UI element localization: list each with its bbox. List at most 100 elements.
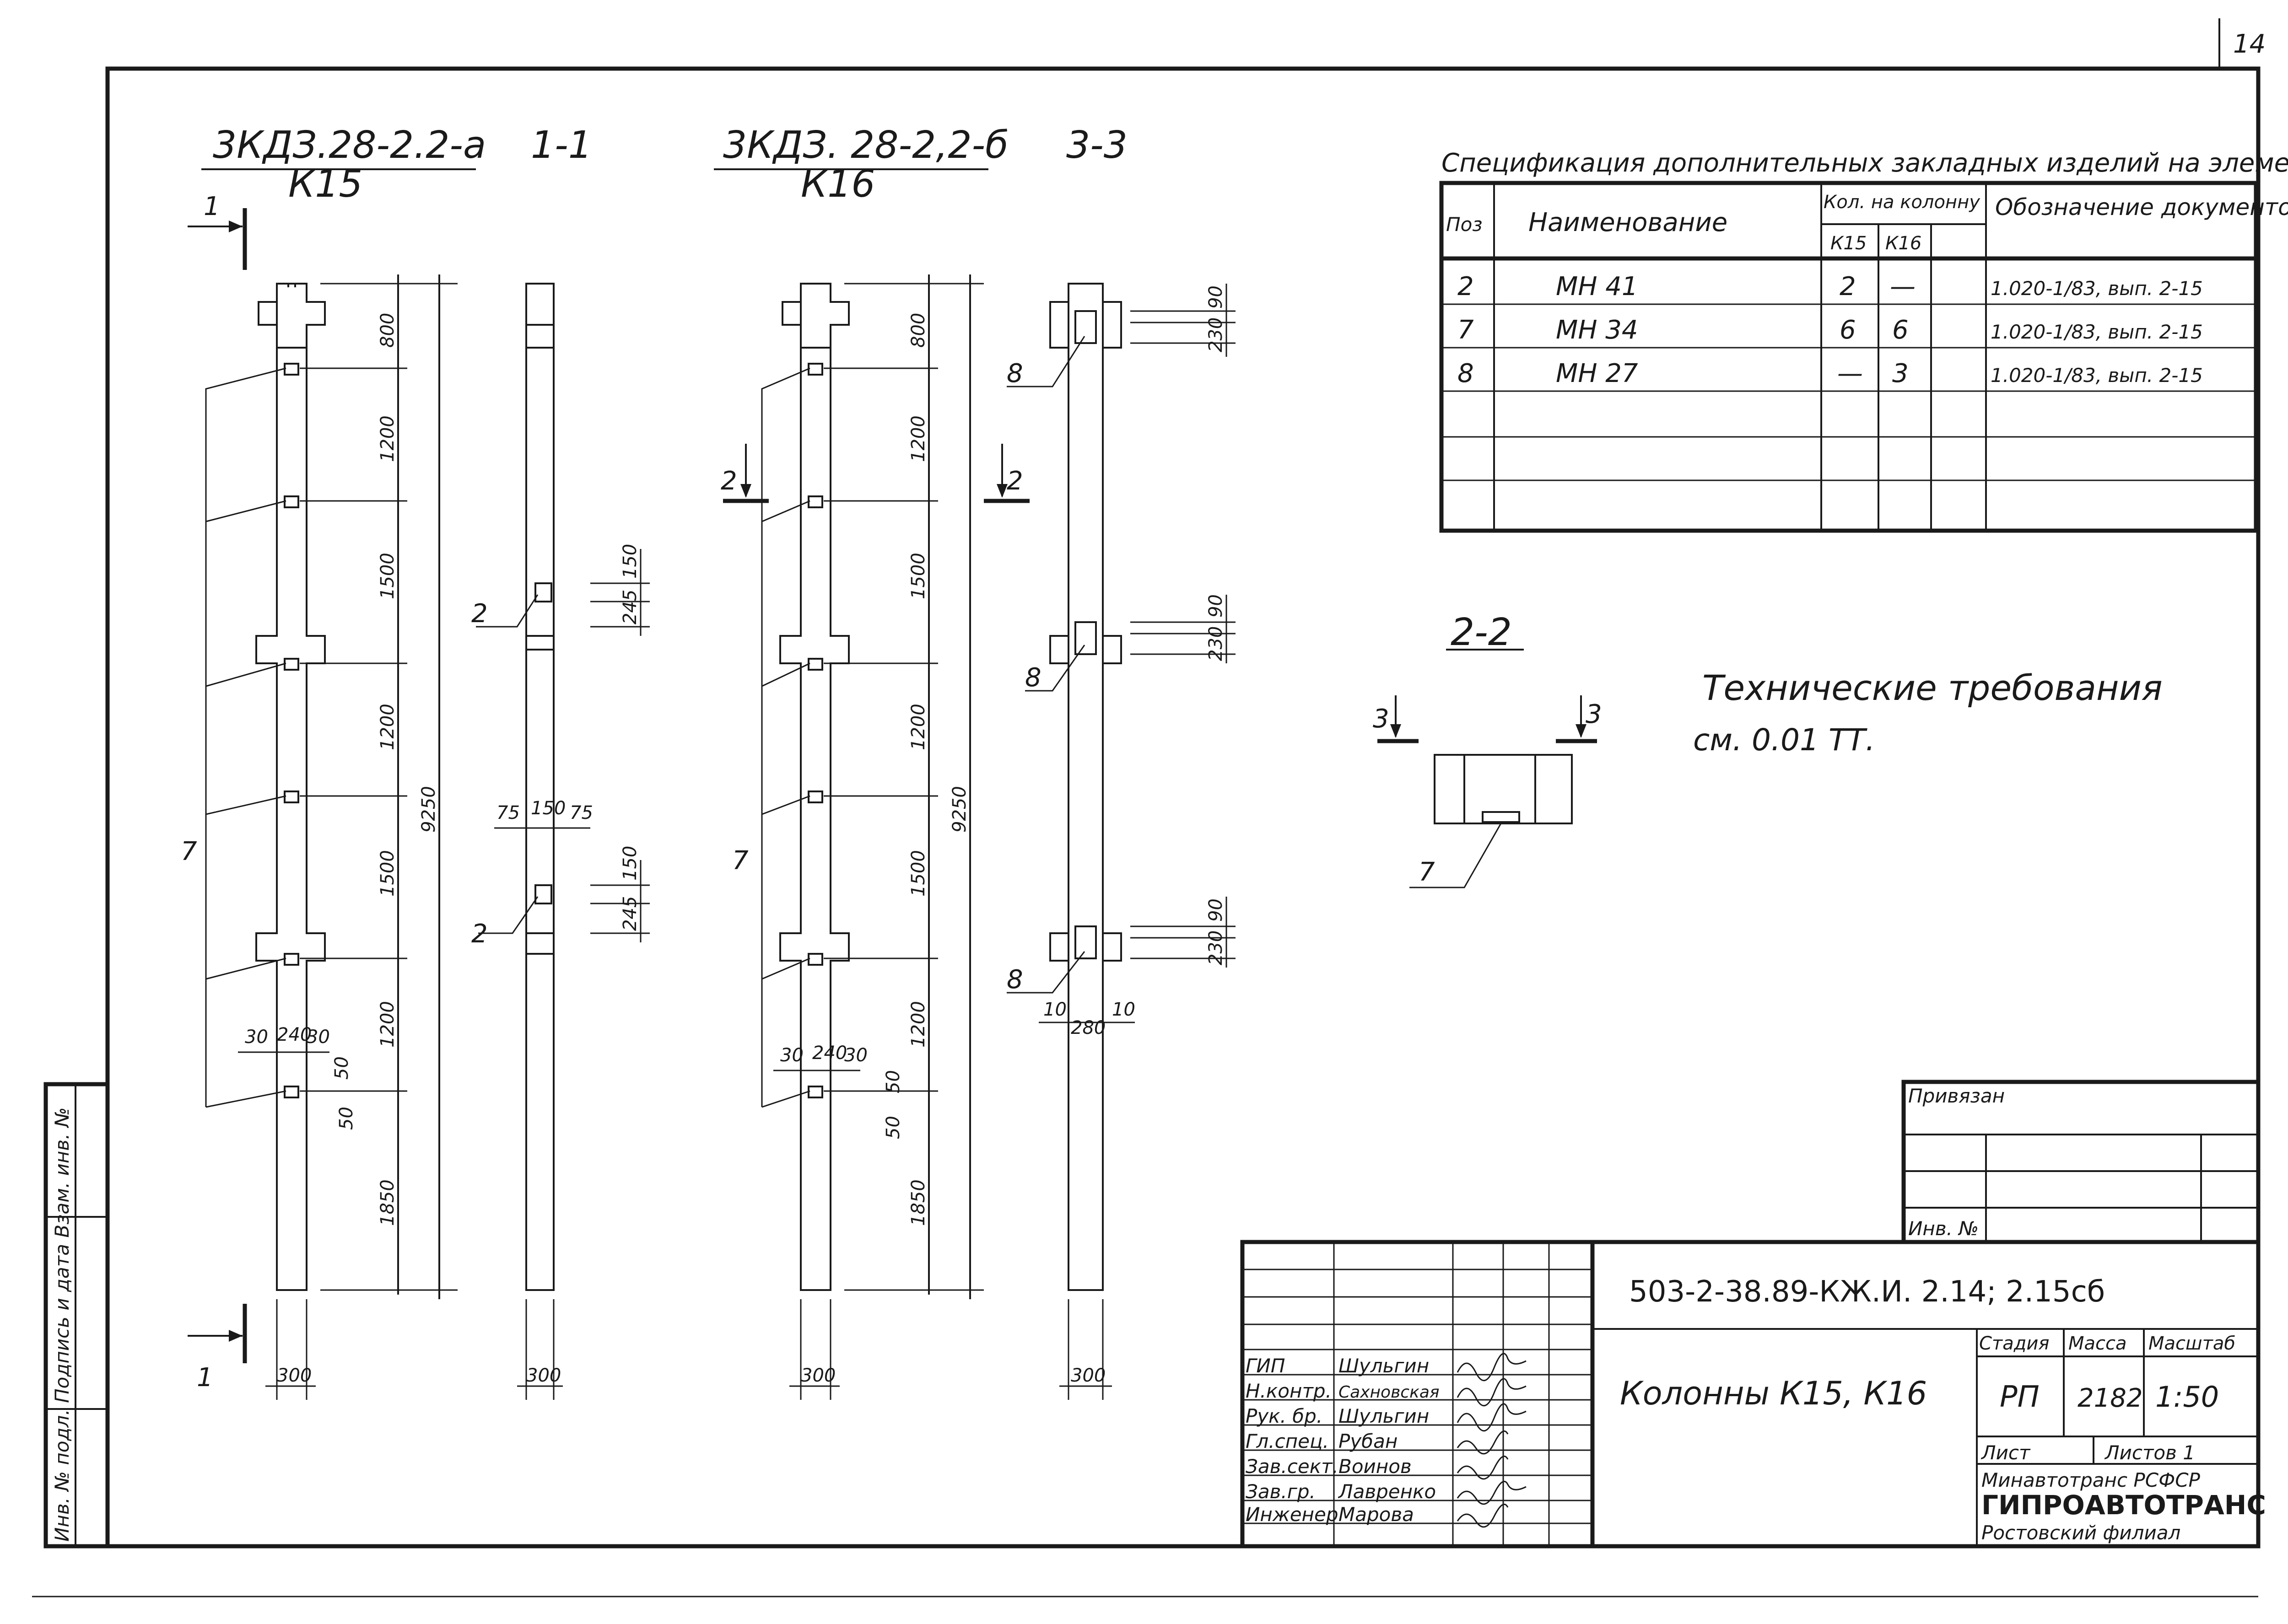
dim-50d: 50 bbox=[883, 1116, 904, 1139]
callout-2-upper: 2 bbox=[471, 599, 488, 629]
dim-150c: 150 bbox=[620, 846, 641, 881]
spec-r2-k16: 3 bbox=[1892, 359, 1909, 388]
callout-8-c: 8 bbox=[1007, 965, 1023, 995]
tb-name-1: Сахновская bbox=[1338, 1383, 1440, 1402]
view1-section: 1-1 bbox=[531, 124, 592, 167]
tb-scale-label: Масштаб bbox=[2148, 1333, 2235, 1354]
tb-sheet-label: Лист bbox=[1980, 1441, 2031, 1464]
cut-mark-1-bottom: 1 bbox=[197, 1363, 213, 1393]
spec-r0-doc: 1.020-1/83, вып. 2-15 bbox=[1991, 277, 2203, 300]
tb-sheets-label: Листов 1 bbox=[2104, 1441, 2195, 1464]
spec-r0-k16: — bbox=[1890, 272, 1916, 301]
signatures bbox=[1457, 1353, 1527, 1528]
dim-300-side1: 300 bbox=[526, 1365, 561, 1386]
sheet-frame: 14 bbox=[32, 18, 2266, 1597]
spec-h-doc: Обозначение документов bbox=[1995, 194, 2288, 220]
tb-title: Колонны К15, К16 bbox=[1620, 1375, 1927, 1412]
dim-800-k16: 800 bbox=[908, 313, 929, 348]
tb-org1: Минавтотранс РСФСР bbox=[1981, 1469, 2201, 1491]
spec-r0-pos: 2 bbox=[1457, 272, 1474, 301]
title-block: ГИП Шульгин Н.контр. Сахновская Рук. бр.… bbox=[1240, 1240, 2266, 1549]
dim-240b: 240 bbox=[812, 1043, 847, 1064]
page-number: 14 bbox=[2233, 29, 2266, 59]
cut-mark-3-left: 3 bbox=[1373, 704, 1389, 734]
dim-1200-b: 1200 bbox=[377, 704, 398, 750]
spec-r1-k16: 6 bbox=[1892, 315, 1909, 345]
dim-1200-a: 1200 bbox=[377, 415, 398, 462]
dim-150b: 150 bbox=[620, 544, 641, 579]
dim-245b: 245 bbox=[620, 896, 641, 931]
section-2-2: 2-2 3 3 7 bbox=[1373, 611, 1602, 888]
dim-30d: 30 bbox=[844, 1045, 868, 1066]
dim-800: 800 bbox=[377, 313, 398, 348]
dim-50b: 50 bbox=[336, 1107, 357, 1130]
spec-r0-k15: 2 bbox=[1840, 272, 1856, 301]
dim-230c: 230 bbox=[1205, 930, 1226, 965]
spec-h-pos: Поз bbox=[1446, 213, 1483, 236]
tb-role-1: Н.контр. bbox=[1246, 1380, 1332, 1402]
dim-1200-b-k16: 1200 bbox=[908, 704, 929, 750]
tb-name-2: Шульгин bbox=[1338, 1405, 1429, 1427]
view2-mark: К16 bbox=[801, 162, 875, 206]
tech-req-line2: см. 0.01 ТТ. bbox=[1693, 722, 1875, 758]
tb-role-5: Зав.гр. bbox=[1246, 1480, 1316, 1503]
tech-req-line1: Технические требования bbox=[1702, 667, 2163, 708]
tb-role-3: Гл.спец. bbox=[1246, 1430, 1329, 1452]
dim-300-side3: 300 bbox=[1071, 1365, 1106, 1386]
dim-240a: 240 bbox=[277, 1024, 312, 1045]
spec-h-qty: Кол. на колонну bbox=[1824, 192, 1980, 213]
dim-90b: 90 bbox=[1205, 594, 1226, 618]
callout-7-k15: 7 bbox=[181, 837, 197, 866]
binding-box: Привязан Инв. № bbox=[1901, 1080, 2261, 1244]
spec-title: Спецификация дополнительных закладных из… bbox=[1441, 148, 2288, 178]
tb-name-6: Марова bbox=[1338, 1503, 1414, 1526]
view-k15: 3КДЗ.28-2.2-а К15 1-1 1 1 7 bbox=[181, 124, 592, 1400]
tb-mass: 2182 bbox=[2078, 1383, 2143, 1413]
binding-label: Привязан bbox=[1908, 1085, 2005, 1107]
spec-r1-k15: 6 bbox=[1840, 315, 1856, 345]
dim-150a: 150 bbox=[531, 798, 566, 819]
tb-name-0: Шульгин bbox=[1338, 1355, 1429, 1377]
tb-name-3: Рубан bbox=[1338, 1430, 1398, 1452]
dim-1500-b-k16: 1500 bbox=[908, 850, 929, 897]
dim-9250-k16: 9250 bbox=[949, 786, 970, 833]
tb-org2: ГИПРОАВТОТРАНС bbox=[1981, 1490, 2266, 1521]
side-view-3-3: 8 8 8 90 230 90 230 90 230 10 10 280 3 bbox=[1007, 283, 1236, 1400]
inv-no-label: Инв. № bbox=[1908, 1217, 1979, 1240]
tb-stage: РП bbox=[2000, 1380, 2040, 1414]
dim-280: 280 bbox=[1071, 1017, 1106, 1038]
dim-10a: 10 bbox=[1043, 999, 1067, 1020]
dim-300-k15: 300 bbox=[277, 1365, 312, 1386]
spec-r2-name: МН 27 bbox=[1556, 359, 1638, 388]
dim-90a: 90 bbox=[1205, 285, 1226, 309]
spec-h-k16: К16 bbox=[1885, 233, 1921, 254]
view2-code: 3КДЗ. 28-2,2-б bbox=[723, 124, 1009, 167]
dim-30b: 30 bbox=[307, 1027, 330, 1048]
spec-r2-doc: 1.020-1/83, вып. 2-15 bbox=[1991, 364, 2203, 387]
tb-scale: 1:50 bbox=[2155, 1380, 2219, 1414]
tech-requirements: Технические требования см. 0.01 ТТ. bbox=[1693, 667, 2163, 758]
dim-1200-a-k16: 1200 bbox=[908, 415, 929, 462]
dim-1850: 1850 bbox=[377, 1179, 398, 1226]
callout-7-k16: 7 bbox=[732, 846, 749, 876]
spec-r1-pos: 7 bbox=[1457, 315, 1474, 345]
dim-230a: 230 bbox=[1205, 317, 1226, 352]
side-stamp: Инв. № подл. Подпись и дата Взам. инв. № bbox=[43, 1082, 110, 1549]
spec-r2-k15: — bbox=[1837, 359, 1863, 388]
cut-mark-3-right: 3 bbox=[1586, 699, 1602, 729]
spec-h-k15: К15 bbox=[1830, 233, 1867, 254]
dim-1500-a: 1500 bbox=[377, 553, 398, 599]
dim-1200-c-k16: 1200 bbox=[908, 1001, 929, 1048]
spec-h-name: Наименование bbox=[1528, 208, 1727, 237]
callout-8-b: 8 bbox=[1025, 663, 1041, 693]
dim-1500-b: 1500 bbox=[377, 850, 398, 897]
dim-30c: 30 bbox=[780, 1045, 804, 1066]
tb-name-5: Лавренко bbox=[1338, 1480, 1436, 1503]
view-k16: 3КДЗ. 28-2,2-б К16 3-3 2 2 7 bbox=[714, 124, 1128, 1400]
tb-org3: Ростовский филиал bbox=[1981, 1522, 2180, 1544]
cut-mark-2-left: 2 bbox=[721, 466, 737, 496]
callout-2-lower: 2 bbox=[471, 919, 488, 949]
tb-role-0: ГИП bbox=[1246, 1355, 1285, 1377]
